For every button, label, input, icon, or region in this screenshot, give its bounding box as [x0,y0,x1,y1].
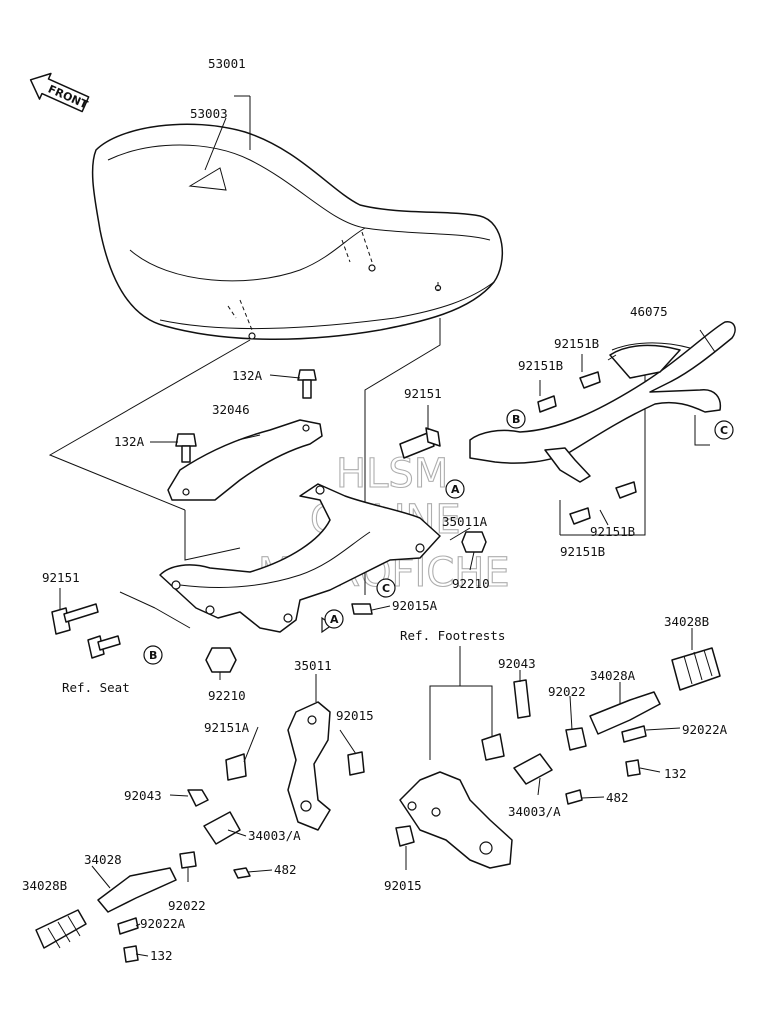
label-53003: 53003 [190,106,228,121]
label-92151a: 92151A [204,720,250,735]
front-arrow-icon: FRONT [29,72,90,113]
label-132a-top: 132A [232,368,263,383]
fasteners [51,369,637,673]
left-footrest-assembly [35,701,365,963]
label-53001: 53001 [208,56,246,71]
leader-lines [59,117,693,957]
marker-a-rail [445,479,465,499]
right-footrest-assembly [395,647,721,869]
label-46075: 46075 [630,304,668,319]
callout-markers: B A C C A B [143,409,734,665]
label-92022-left: 92022 [168,898,206,913]
marker-a-frame [324,609,344,629]
label-92022a-left: 92022A [140,916,186,931]
label-92151-left: 92151 [42,570,80,585]
label-34003a-right: 34003/A [508,804,561,819]
label-92151-center: 92151 [404,386,442,401]
label-92022a-right: 92022A [682,722,728,737]
marker-b-rail [506,409,526,429]
label-92151b-upper: 92151B [518,358,563,373]
label-35011a: 35011A [442,514,488,529]
label-ref-seat: Ref. Seat [62,680,130,695]
label-482-left: 482 [274,862,297,877]
marker-b-frame [143,645,163,665]
label-35011: 35011 [294,658,332,673]
label-92210-right: 92210 [452,576,490,591]
label-132-right: 132 [664,766,687,781]
label-92022-right: 92022 [548,684,586,699]
label-92015-left: 92015 [336,708,374,723]
watermark-line1: HLSM [336,451,448,497]
marker-b-rail-label: B [512,413,520,426]
label-34028b-left: 34028B [22,878,67,893]
marker-a-frame-label: A [330,613,339,626]
label-34028: 34028 [84,852,122,867]
label-92151b-lower: 92151B [560,544,605,559]
marker-a-rail-label: A [451,483,460,496]
label-32046: 32046 [212,402,250,417]
marker-c-frame [376,578,396,598]
grab-rail [469,321,736,483]
label-92210-left: 92210 [208,688,246,703]
label-92043-right: 92043 [498,656,536,671]
marker-b-frame-label: B [149,649,157,662]
seat [91,123,504,341]
label-482-right: 482 [606,790,629,805]
label-92043-left: 92043 [124,788,162,803]
seat-bracket [167,419,323,501]
label-92151b-right: 92151B [590,524,635,539]
label-132-left: 132 [150,948,173,963]
marker-c-rail-label: C [720,424,728,437]
label-34028b-right: 34028B [664,614,709,629]
marker-c-rail [714,420,734,440]
label-ref-footrests: Ref. Footrests [400,628,505,643]
marker-c-frame-label: C [382,582,390,595]
reference-lines [48,95,710,629]
label-92015-right: 92015 [384,878,422,893]
rear-frame [159,483,441,633]
label-34028a: 34028A [590,668,636,683]
label-92151b-top: 92151B [554,336,599,351]
label-92015a: 92015A [392,598,438,613]
label-132a-left: 132A [114,434,145,449]
front-arrow-label: FRONT [46,82,90,111]
label-34003a-left: 34003/A [248,828,301,843]
part-labels: 53001 53003 132A 32046 132A 92151 92151B… [22,56,728,963]
